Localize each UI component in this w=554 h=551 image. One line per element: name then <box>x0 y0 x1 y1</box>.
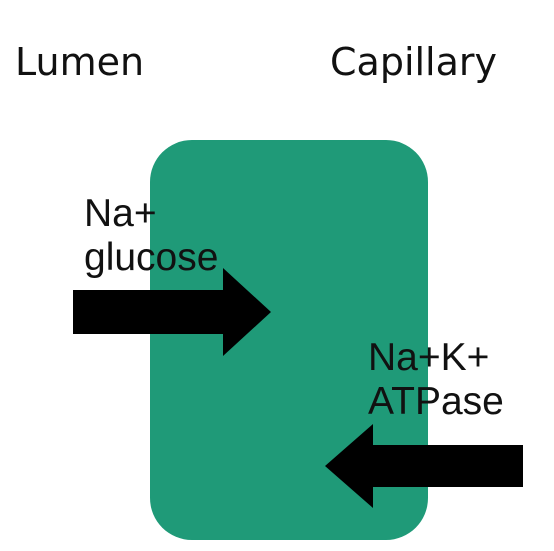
lumen-label: Lumen <box>15 40 145 84</box>
capillary-label: Capillary <box>330 40 498 84</box>
pump-arrow-shape <box>325 424 523 508</box>
pump-label-line-1: Na+K+ <box>368 336 490 379</box>
pump-efflux-arrow-icon <box>325 424 523 508</box>
symporter-label: Na+ glucose <box>84 192 218 280</box>
symporter-arrow-shape <box>73 268 271 356</box>
pump-label: Na+K+ ATPase <box>368 336 504 424</box>
symporter-influx-arrow-icon <box>73 268 271 356</box>
pump-label-line-2: ATPase <box>368 380 504 423</box>
symporter-label-line-2: glucose <box>84 236 219 279</box>
symporter-label-line-1: Na+ <box>84 192 157 235</box>
